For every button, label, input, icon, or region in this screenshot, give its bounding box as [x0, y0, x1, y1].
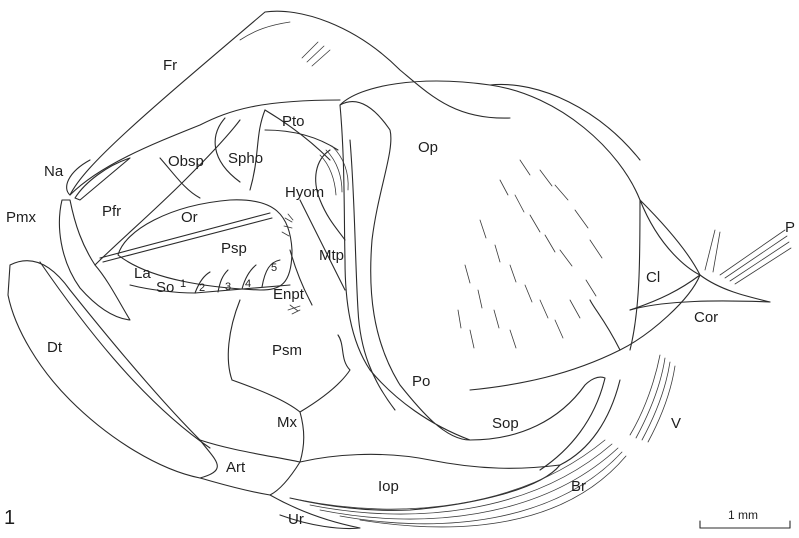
urohyal-outline	[270, 495, 360, 528]
label-la: La	[134, 265, 151, 282]
label-po: Po	[412, 373, 430, 390]
label-pto: Pto	[282, 113, 305, 130]
label-cl: Cl	[646, 269, 660, 286]
label-so-2: 2	[199, 282, 205, 294]
scale-bar-label: 1 mm	[728, 508, 758, 522]
opercle-outline	[340, 81, 700, 275]
interopercle-outline	[290, 454, 560, 510]
label-so-4: 4	[245, 278, 251, 290]
label-pmx: Pmx	[6, 209, 37, 226]
label-so-5: 5	[271, 262, 277, 274]
label-or: Or	[181, 209, 198, 226]
articular-outline	[200, 440, 300, 495]
label-br: Br	[571, 478, 586, 495]
label-op: Op	[418, 139, 438, 156]
label-iop: Iop	[378, 478, 399, 495]
label-art: Art	[226, 459, 246, 476]
figure-number: 1	[4, 507, 15, 529]
label-ur: Ur	[288, 511, 304, 528]
preopercle-outline	[340, 102, 470, 440]
label-mtp: Mtp	[319, 247, 344, 264]
label-so-1: 1	[180, 278, 186, 290]
label-pfr: Pfr	[102, 203, 121, 220]
label-so: So	[156, 279, 174, 296]
scale-bar: 1 mm	[700, 508, 790, 528]
label-obsp: Obsp	[168, 153, 204, 170]
label-p: P	[785, 219, 795, 236]
label-sop: Sop	[492, 415, 519, 432]
opercle-striations	[458, 160, 602, 348]
label-cor: Cor	[694, 309, 718, 326]
subopercle-outline	[470, 377, 605, 470]
label-psp: Psp	[221, 240, 247, 257]
label-fr: Fr	[163, 57, 177, 74]
label-na: Na	[44, 163, 64, 180]
label-so-3: 3	[225, 281, 231, 293]
frontal-outline	[70, 11, 510, 195]
label-enpt: Enpt	[273, 286, 305, 303]
label-hyom: Hyom	[285, 184, 324, 201]
label-psm: Psm	[272, 342, 302, 359]
pelvic-fin-rays	[630, 355, 675, 442]
label-spho: Spho	[228, 150, 263, 167]
label-dt: Dt	[47, 339, 63, 356]
label-mx: Mx	[277, 414, 297, 431]
label-v: V	[671, 415, 681, 432]
pectoral-fin-rays	[705, 230, 791, 284]
